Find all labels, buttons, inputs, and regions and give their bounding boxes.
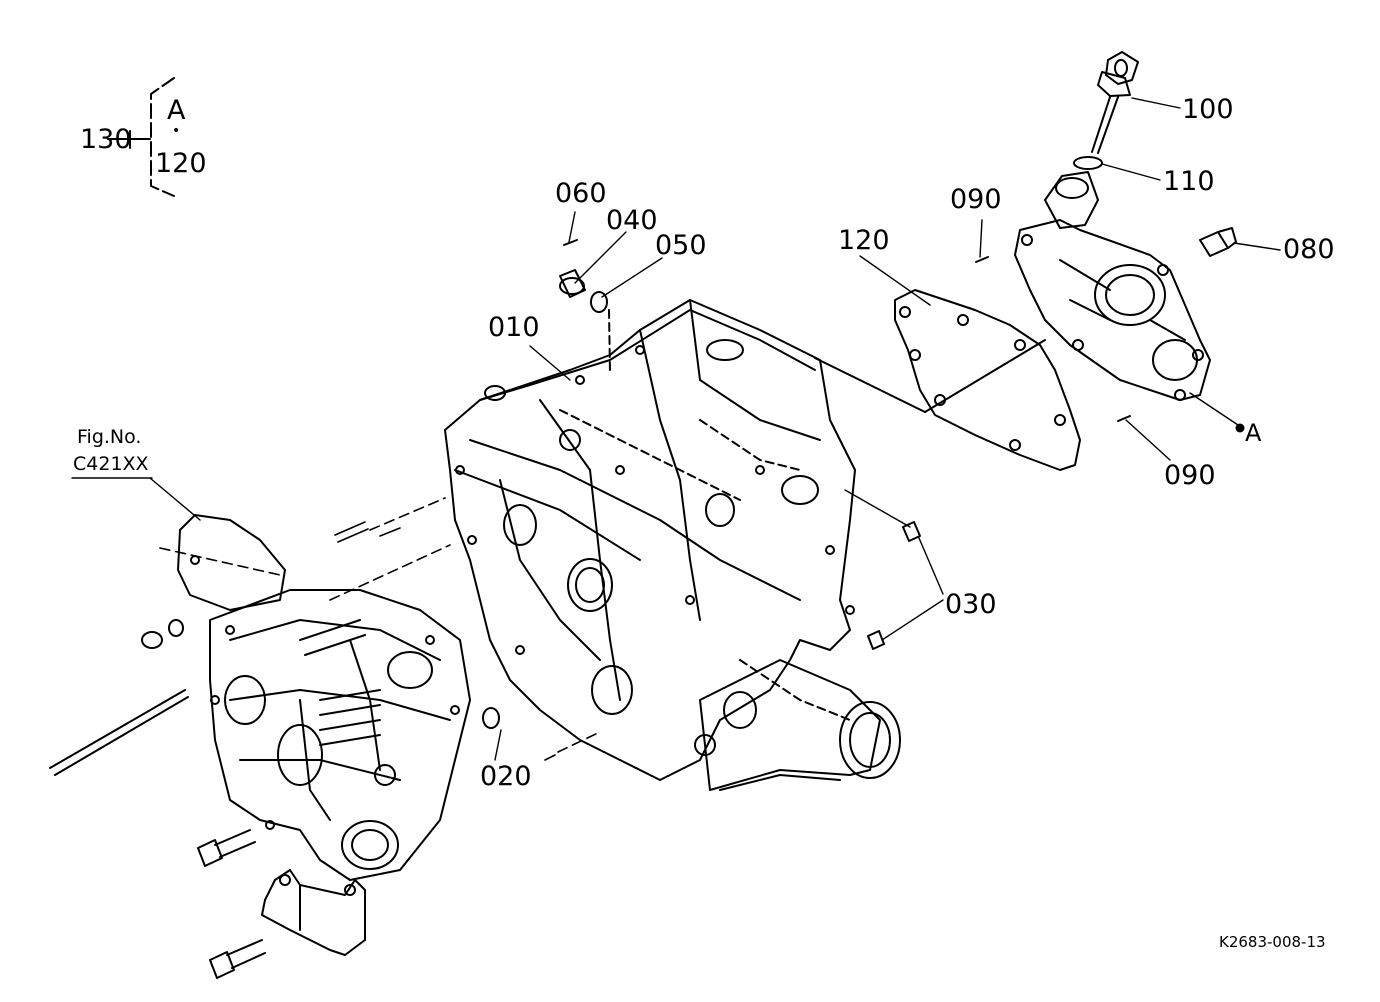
label-130: 130 — [80, 124, 132, 155]
fig-number-label: Fig.No. — [77, 426, 142, 448]
fig-number-code: C421XX — [73, 453, 149, 475]
plug-assembly — [559, 239, 611, 373]
label-060: 060 — [555, 178, 607, 209]
pins-090 — [975, 256, 1131, 422]
label-110: 110 — [1163, 166, 1215, 197]
legend-120: 120 — [155, 148, 207, 179]
label-090-top: 090 — [950, 184, 1002, 215]
dipstick-100 — [1073, 51, 1139, 170]
left-housing — [177, 514, 471, 881]
label-040: 040 — [606, 205, 658, 236]
label-120: 120 — [838, 225, 890, 256]
legend-bracket — [107, 77, 175, 197]
gasket-120 — [814, 289, 1081, 471]
label-100: 100 — [1182, 94, 1234, 125]
ref-point-a — [1235, 423, 1245, 433]
oring-020 — [482, 707, 500, 729]
bolts-lower-left — [49, 619, 266, 979]
transmission-case — [444, 299, 901, 791]
label-010: 010 — [488, 312, 540, 343]
legend-a: A — [167, 95, 186, 126]
plugs-030 — [867, 521, 921, 650]
label-020: 020 — [480, 761, 532, 792]
label-090-bottom: 090 — [1164, 460, 1216, 491]
leader-lines — [71, 97, 1281, 761]
label-050: 050 — [655, 230, 707, 261]
legend-dot: • — [172, 123, 181, 139]
mounting-bracket — [261, 869, 366, 956]
side-cover — [1014, 171, 1237, 401]
stud-bolts — [159, 497, 601, 761]
label-080: 080 — [1283, 234, 1335, 265]
label-030: 030 — [945, 589, 997, 620]
drawing-code: K2683-008-13 — [1219, 933, 1326, 951]
label-ref-a: A — [1245, 419, 1262, 447]
